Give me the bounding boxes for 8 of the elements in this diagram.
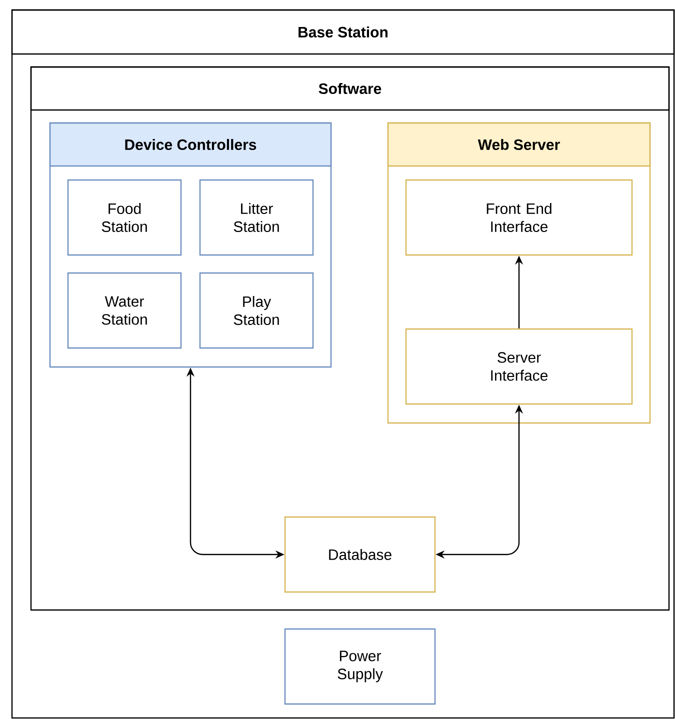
box: Server Interface [405,328,633,405]
box: Power Supply [284,628,436,705]
box: Front End Interface [405,179,633,256]
box: Play Station [199,272,314,349]
box: Water Station [67,272,182,349]
box: Database [284,516,436,593]
box: Litter Station [199,179,314,256]
box: Food Station [67,179,182,256]
